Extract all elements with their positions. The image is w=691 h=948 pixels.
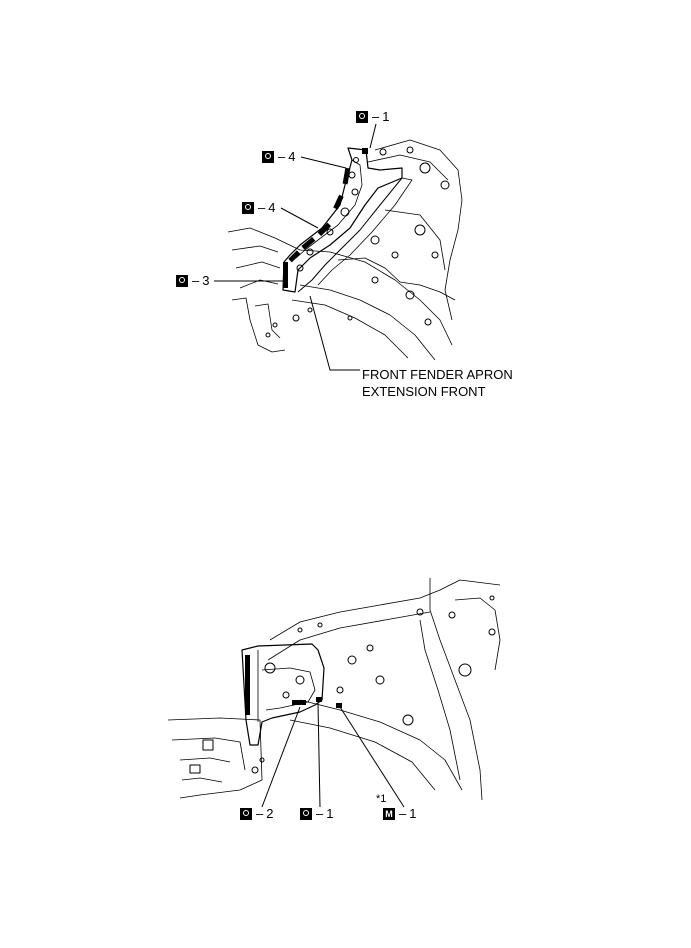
part-name-line-2: EXTENSION FRONT <box>362 384 486 399</box>
callout-dash: – <box>316 806 324 821</box>
callout-dash: – <box>399 806 407 821</box>
weld-circle-box-icon <box>242 202 254 214</box>
callout-number: 1 <box>326 806 334 821</box>
bottom-illustration <box>167 578 501 808</box>
callout-number: 1 <box>382 109 390 124</box>
weld-circle-box-icon <box>176 275 188 287</box>
callout-number: 4 <box>268 200 276 215</box>
top-illustration <box>214 123 463 371</box>
callout-weld-1-top: – 1 <box>356 110 389 124</box>
callout-number: 4 <box>288 149 296 164</box>
callout-dash: – <box>372 109 380 124</box>
callout-number: 3 <box>202 273 210 288</box>
callout-weld-3: – 3 <box>176 274 209 288</box>
weld-circle-box-icon <box>356 111 368 123</box>
weld-circle-box-icon <box>262 151 274 163</box>
callout-weld-2: – 2 <box>240 807 273 821</box>
callout-number: 2 <box>266 806 274 821</box>
weld-circle-box-icon <box>240 808 252 820</box>
callout-mig-1: M – 1 <box>383 807 416 821</box>
part-name-label: FRONT FENDER APRON EXTENSION FRONT <box>362 366 513 400</box>
callout-weld-4-upper: – 4 <box>262 150 295 164</box>
callout-dash: – <box>192 273 200 288</box>
m-box-icon: M <box>383 808 395 820</box>
callout-number: 1 <box>409 806 417 821</box>
part-name-line-1: FRONT FENDER APRON <box>362 367 513 382</box>
callout-weld-4-lower: – 4 <box>242 201 275 215</box>
callout-weld-1-bottom: – 1 <box>300 807 333 821</box>
callout-dash: – <box>278 149 286 164</box>
callout-dash: – <box>256 806 264 821</box>
footnote-marker: *1 <box>376 793 387 805</box>
weld-circle-box-icon <box>300 808 312 820</box>
callout-dash: – <box>258 200 266 215</box>
